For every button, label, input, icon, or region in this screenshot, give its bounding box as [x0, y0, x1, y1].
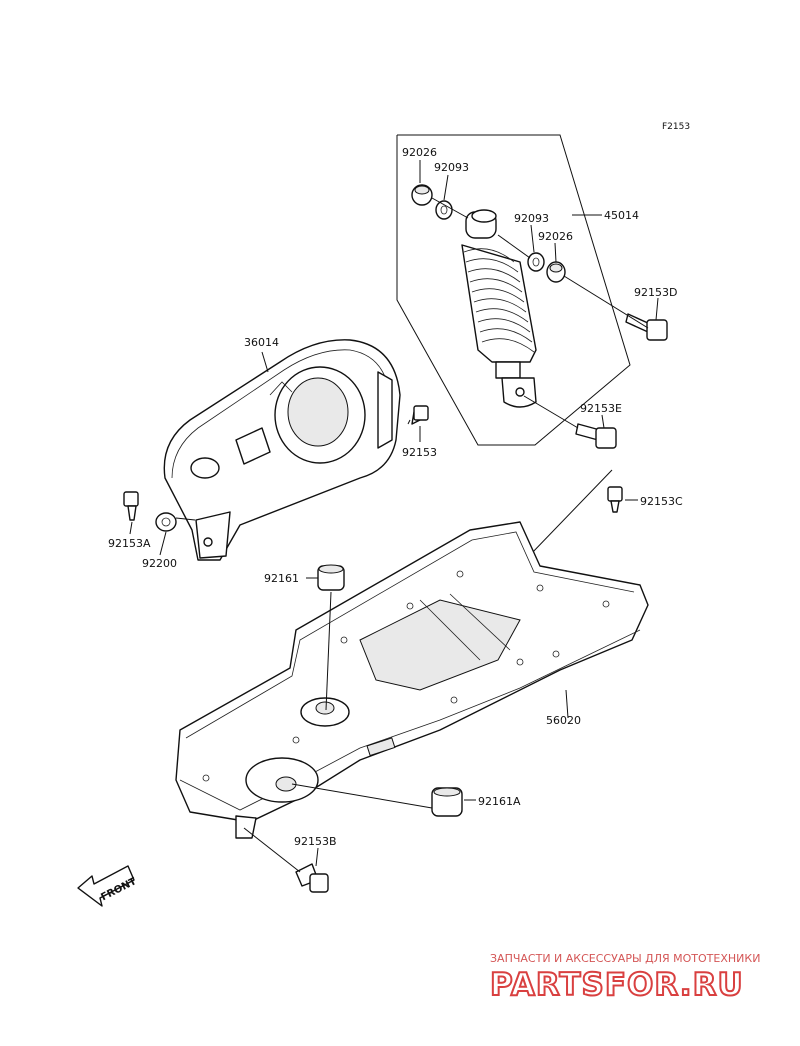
bolt-92153B	[295, 863, 329, 893]
washer-92093-top	[435, 200, 453, 220]
front-direction-arrow: FRONT	[77, 865, 139, 907]
collar-92026-top	[411, 184, 433, 206]
bumper-92161A	[431, 787, 463, 817]
leader-92153A	[129, 521, 133, 535]
label-92093-top: 92093	[434, 161, 469, 174]
label-92161A: 92161A	[478, 795, 521, 808]
bolt-92153A	[123, 491, 139, 521]
watermark-tagline: ЗАПЧАСТИ И АКСЕССУАРЫ ДЛЯ МОТОТЕХНИКИ	[490, 952, 760, 965]
leader-92153B	[315, 847, 319, 867]
label-92093-mid: 92093	[514, 212, 549, 225]
label-92153: 92153	[402, 446, 437, 459]
leader-56020	[565, 689, 569, 719]
watermark-brand: PARTSFOR.RU	[490, 967, 744, 1003]
label-56020: 56020	[546, 714, 581, 727]
label-36014: 36014	[244, 336, 279, 349]
label-92026-mid: 92026	[538, 230, 573, 243]
bolt-92153	[407, 405, 429, 425]
bolt-92153C	[607, 486, 623, 513]
frame-plate-56020	[175, 521, 649, 839]
rear-shock-absorber	[461, 209, 537, 408]
leader-92200	[159, 531, 167, 556]
label-92153B: 92153B	[294, 835, 337, 848]
label-92026-top: 92026	[402, 146, 437, 159]
washer-92093-mid	[527, 252, 545, 272]
collar-92026-mid	[546, 261, 566, 283]
shock-absorber-group	[396, 134, 668, 449]
figure-code: F2153	[662, 122, 690, 132]
leader-36014	[261, 351, 269, 373]
label-92153C: 92153C	[640, 495, 683, 508]
label-92161: 92161	[264, 572, 299, 585]
part-labels: 92026 92093 45014 92093 92026 92153D 360…	[108, 146, 683, 848]
watermark: ЗАПЧАСТИ И АКСЕССУАРЫ ДЛЯ МОТОТЕХНИКИ PA…	[489, 952, 760, 1004]
label-92200: 92200	[142, 557, 177, 570]
bolt-92153E	[575, 423, 617, 449]
leader-lines-shock	[419, 160, 659, 429]
label-45014: 45014	[604, 209, 639, 222]
leader-92153C-assembly	[529, 469, 613, 556]
bumper-92161	[317, 564, 345, 711]
label-92153D: 92153D	[634, 286, 677, 299]
label-92153A: 92153A	[108, 537, 151, 550]
cover-36014	[163, 339, 401, 561]
label-92153E: 92153E	[580, 402, 622, 415]
washer-92200	[155, 512, 177, 532]
